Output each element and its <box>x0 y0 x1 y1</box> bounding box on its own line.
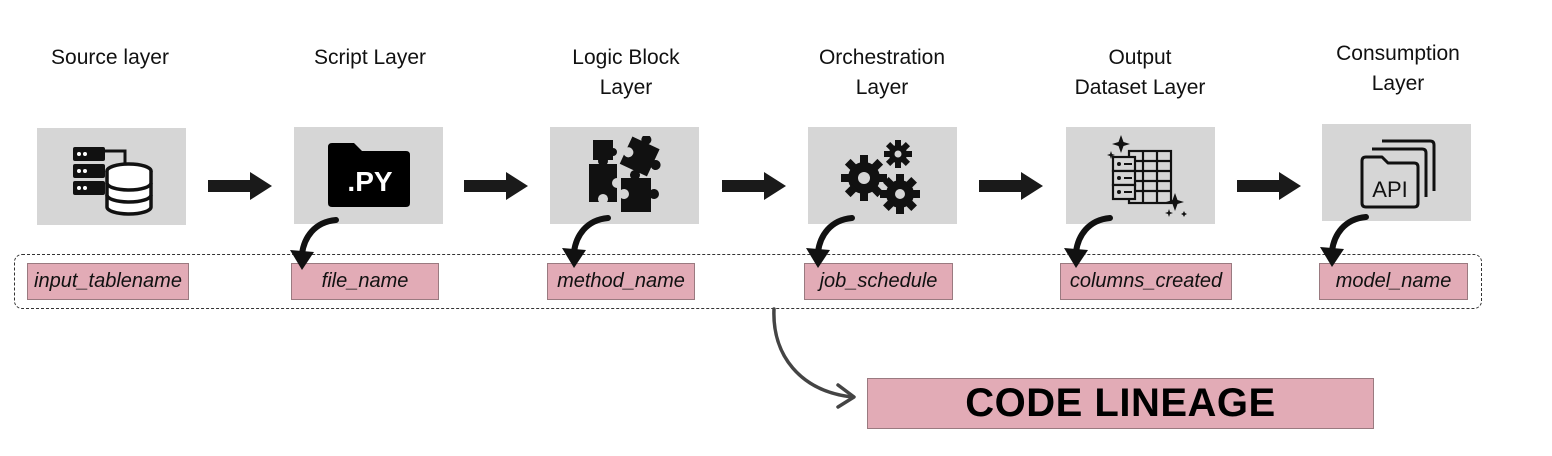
flow-arrow-2 <box>464 172 528 200</box>
tag-input-tablename: input_tablename <box>27 263 189 300</box>
python-file-folder-icon: .PY <box>327 142 410 207</box>
dataset-table-icon <box>1106 134 1187 217</box>
gears-icon <box>840 139 920 214</box>
tag-file-name: file_name <box>291 263 439 300</box>
layer-title-consumption: Consumption Layer <box>1336 42 1460 95</box>
attributes-group-box <box>14 254 1482 309</box>
script-layer-tile: .PY <box>294 127 443 224</box>
layer-title-logic-block: Logic Block Layer <box>572 46 680 99</box>
tag-columns-created: columns_created <box>1060 263 1232 300</box>
file-extension-label: .PY <box>347 166 392 197</box>
puzzle-pieces-icon <box>588 135 661 212</box>
flow-arrow-3 <box>722 172 786 200</box>
curl-arrow-3 <box>806 215 855 268</box>
code-lineage-box: CODE LINEAGE <box>867 378 1374 429</box>
tag-model-name: model_name <box>1319 263 1468 300</box>
api-label: API <box>1372 177 1407 202</box>
curl-arrow-1 <box>290 217 339 270</box>
curl-arrow-5 <box>1320 214 1369 267</box>
source-layer-tile <box>37 128 186 225</box>
curl-arrow-2 <box>562 215 611 268</box>
layer-title-source: Source layer <box>51 46 169 69</box>
database-server-icon <box>72 146 153 216</box>
flow-arrow-5 <box>1237 172 1301 200</box>
layer-title-orchestration: Orchestration Layer <box>818 46 946 99</box>
layer-title-output-dataset: Output Dataset Layer <box>1074 46 1206 99</box>
orchestration-layer-tile <box>808 127 957 224</box>
curl-arrow-4 <box>1064 215 1113 268</box>
tag-method-name: method_name <box>547 263 695 300</box>
tag-job-schedule: job_schedule <box>804 263 953 300</box>
api-folder-icon: API <box>1360 139 1435 208</box>
flow-arrow-1 <box>208 172 272 200</box>
output-dataset-layer-tile <box>1066 127 1215 224</box>
layer-title-script: Script Layer <box>313 46 427 69</box>
connector-arrow <box>772 307 856 409</box>
logic-block-layer-tile <box>550 127 699 224</box>
consumption-layer-tile: API <box>1322 124 1471 221</box>
flow-arrow-4 <box>979 172 1043 200</box>
